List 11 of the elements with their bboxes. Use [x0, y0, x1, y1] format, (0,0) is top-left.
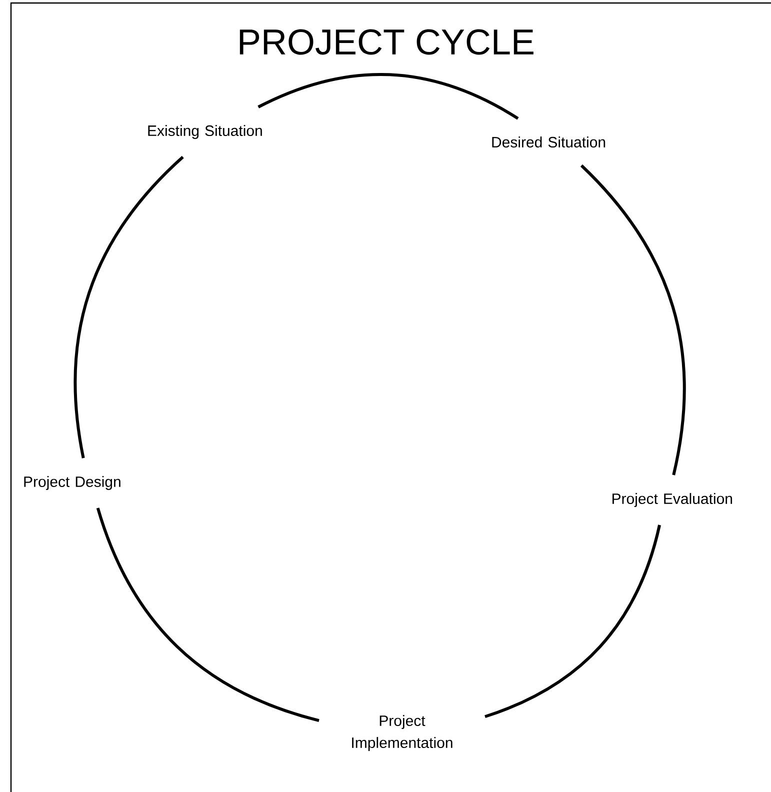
cycle-arc [96, 508, 320, 722]
stage-label: Desired Situation [492, 136, 606, 148]
title: PROJECT CYCLE [240, 29, 534, 55]
stage-label: Existing Situation [148, 125, 262, 139]
cycle-arc [580, 164, 686, 476]
stage-label: Project Evaluation [612, 493, 732, 507]
cycle-arc [258, 73, 519, 120]
stage-label: Project Implementation [352, 715, 452, 751]
stage-label: Project Design [24, 476, 120, 490]
cycle-arc [484, 524, 661, 718]
cycle-arc [74, 156, 184, 458]
